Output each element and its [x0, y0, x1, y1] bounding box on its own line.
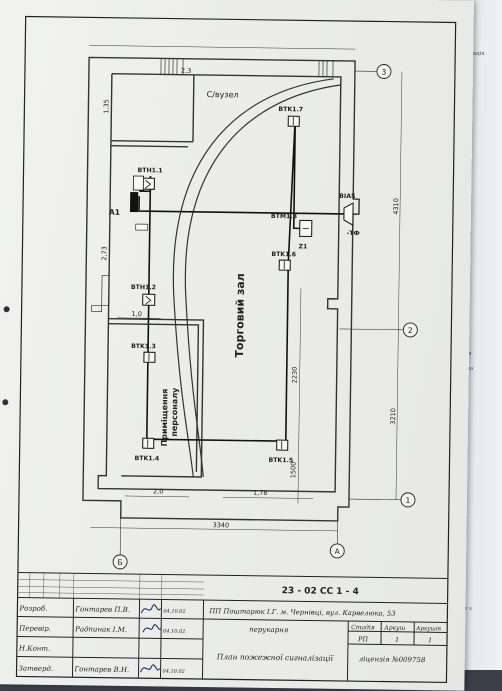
stage-header: Стадія [351, 624, 375, 631]
detector-btk16 [279, 260, 290, 270]
axis-3: 3 [381, 67, 386, 76]
room-wc: С/вузел [207, 90, 239, 99]
detector-btk14 [143, 438, 154, 448]
dim-3340: 3340 [213, 521, 230, 529]
detector-btk15 [277, 440, 288, 450]
sig-date-1: 04.10.02 [163, 628, 185, 634]
stage-value: РП [357, 635, 368, 643]
detector-btk13 [144, 352, 155, 362]
dim-3210: 3210 [389, 408, 397, 425]
label-btk14: BTK1.4 [134, 455, 159, 462]
object-name: перукарня [249, 626, 289, 635]
sheet-value: 1 [395, 636, 399, 644]
label-tf: -ТФ [347, 230, 360, 237]
label-btm18: BTM1.8 [271, 213, 297, 220]
label-z1: Z1 [298, 243, 307, 250]
detector-bth12 [143, 294, 155, 305]
sig-name-0: Гонтарєв П.В. [74, 605, 130, 614]
sheet-title: План пожежної сигналізації [216, 652, 335, 663]
title-block-text: 23 - 02 СС 1 - 4 ПП Поштарюк І.Г. м. Чер… [18, 582, 442, 678]
label-bth12: BTH1.2 [131, 284, 156, 291]
curved-wall [171, 77, 334, 479]
sheets-value: 1 [428, 636, 432, 644]
dim-20: 2,0 [153, 487, 163, 495]
dim-178: 1,78 [253, 489, 268, 497]
siren-bias [344, 203, 353, 225]
title-block-minor-lines [18, 572, 204, 600]
label-a1: A1 [109, 208, 120, 217]
building-walls [83, 57, 361, 521]
sig-date-0: 04.10.02 [163, 608, 185, 614]
dim-273: 2,73 [100, 246, 108, 261]
sheets-header: Аркушів [415, 626, 441, 632]
axis-1: 1 [406, 496, 411, 505]
organization: ПП Поштарюк І.Г. м. Чернівці, вул. Карве… [208, 607, 395, 618]
room-staff-line1: Приміщення [159, 389, 170, 447]
drawing-code: 23 - 02 СС 1 - 4 [282, 586, 359, 597]
axis-2: 2 [408, 326, 413, 335]
room-hall: Торговий зал [233, 273, 247, 358]
sig-role-0: Розроб. [18, 604, 47, 612]
sheet-header: Аркуш [383, 625, 406, 632]
dim-135: 1,35 [102, 99, 110, 114]
sig-role-2: Н.Конт. [18, 644, 51, 652]
sig-role-1: Перевір. [18, 624, 51, 632]
control-panel-a1 [130, 192, 138, 212]
axis-b: Б [117, 558, 122, 567]
room-labels: С/вузел Торговий зал Приміщення персонал… [159, 89, 250, 447]
dim-4310: 4310 [392, 198, 400, 215]
label-btk17: BTK1.7 [278, 106, 303, 113]
label-btk16: BTK1.6 [271, 251, 296, 258]
z1-box [136, 224, 148, 230]
label-bth11: BTH1.1 [138, 167, 163, 174]
dim-10: 1,0 [131, 310, 141, 318]
detector-btk17 [288, 116, 299, 126]
sig-date-3: 04.10.02 [163, 668, 185, 674]
label-bias: BIAS [339, 193, 355, 200]
room-staff-line2: персоналу [170, 387, 180, 437]
detector-bth11 [142, 178, 154, 189]
photo-scene: ження зціє " у п компенсаціябовстановног… [0, 0, 502, 670]
dim-2230: 2230 [291, 367, 299, 384]
label-btk13: BTK1.3 [131, 343, 156, 350]
dim-23: 2,3 [181, 67, 191, 75]
power-box [133, 176, 143, 190]
drawing-sheet: С/вузел Торговий зал Приміщення персонал… [0, 0, 474, 691]
floor-plan-drawing: С/вузел Торговий зал Приміщення персонал… [0, 0, 474, 691]
license: ліцензія №009758 [359, 655, 426, 664]
curved-wall-inner [183, 83, 341, 479]
dim-1500: 1500 [289, 462, 297, 479]
sig-role-3: Затверд. [19, 664, 54, 672]
sig-name-1: Радпинак І.М. [74, 625, 127, 634]
